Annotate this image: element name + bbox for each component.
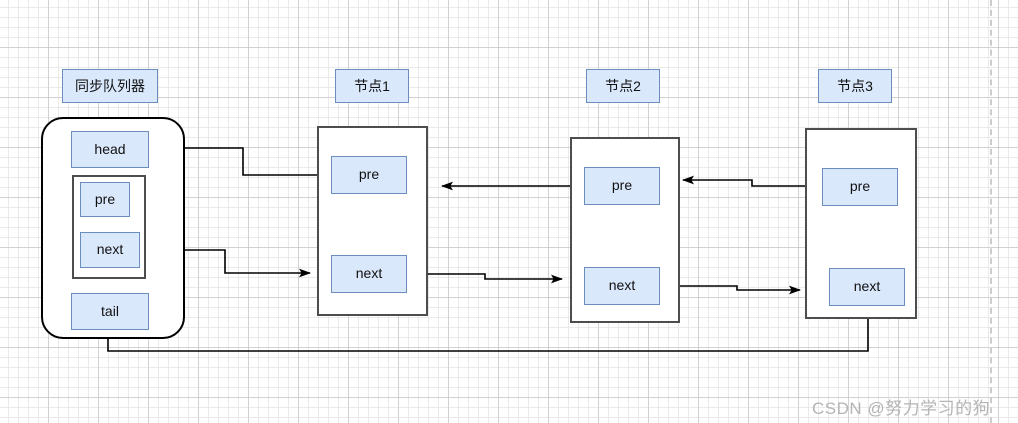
node1-title-text: 节点1 bbox=[354, 78, 390, 94]
page-break-line bbox=[990, 0, 992, 423]
node2-pre-field: pre bbox=[584, 167, 660, 205]
queue-title-label: 同步队列器 bbox=[62, 69, 158, 103]
queue-next-field: next bbox=[80, 232, 140, 268]
node1-next-label: next bbox=[355, 265, 383, 282]
node3-title-label: 节点3 bbox=[818, 69, 892, 103]
node1-next-field: next bbox=[331, 255, 407, 293]
queue-tail-field: tail bbox=[71, 293, 149, 330]
node3-pre-label: pre bbox=[849, 178, 871, 195]
edge-tail-to-node3 bbox=[107, 319, 869, 352]
node2-title-text: 节点2 bbox=[605, 78, 641, 94]
queue-pre-label: pre bbox=[94, 190, 116, 207]
node3-pre-field: pre bbox=[822, 168, 898, 206]
node3-next-field: next bbox=[829, 268, 905, 306]
queue-head-label: head bbox=[94, 140, 126, 157]
node1-pre-label: pre bbox=[358, 166, 380, 183]
node1-title-label: 节点1 bbox=[335, 69, 409, 103]
queue-next-label: next bbox=[96, 241, 124, 258]
queue-tail-label: tail bbox=[101, 302, 119, 319]
queue-head-field: head bbox=[71, 131, 149, 168]
csdn-watermark: CSDN @努力学习的狗 bbox=[812, 399, 991, 418]
node2-next-field: next bbox=[584, 267, 660, 305]
edge-node1next-to-node2 bbox=[407, 273, 563, 284]
edge-node3pre-to-node2 bbox=[682, 175, 822, 187]
node2-pre-label: pre bbox=[611, 177, 633, 194]
node1-pre-field: pre bbox=[331, 156, 407, 194]
queue-title-text: 同步队列器 bbox=[75, 78, 145, 94]
queue-pre-field: pre bbox=[80, 182, 130, 217]
edge-node2next-to-node3 bbox=[660, 285, 801, 295]
node2-title-label: 节点2 bbox=[586, 69, 660, 103]
node2-next-label: next bbox=[608, 277, 636, 294]
node3-title-text: 节点3 bbox=[837, 78, 873, 94]
node3-next-label: next bbox=[853, 278, 881, 295]
